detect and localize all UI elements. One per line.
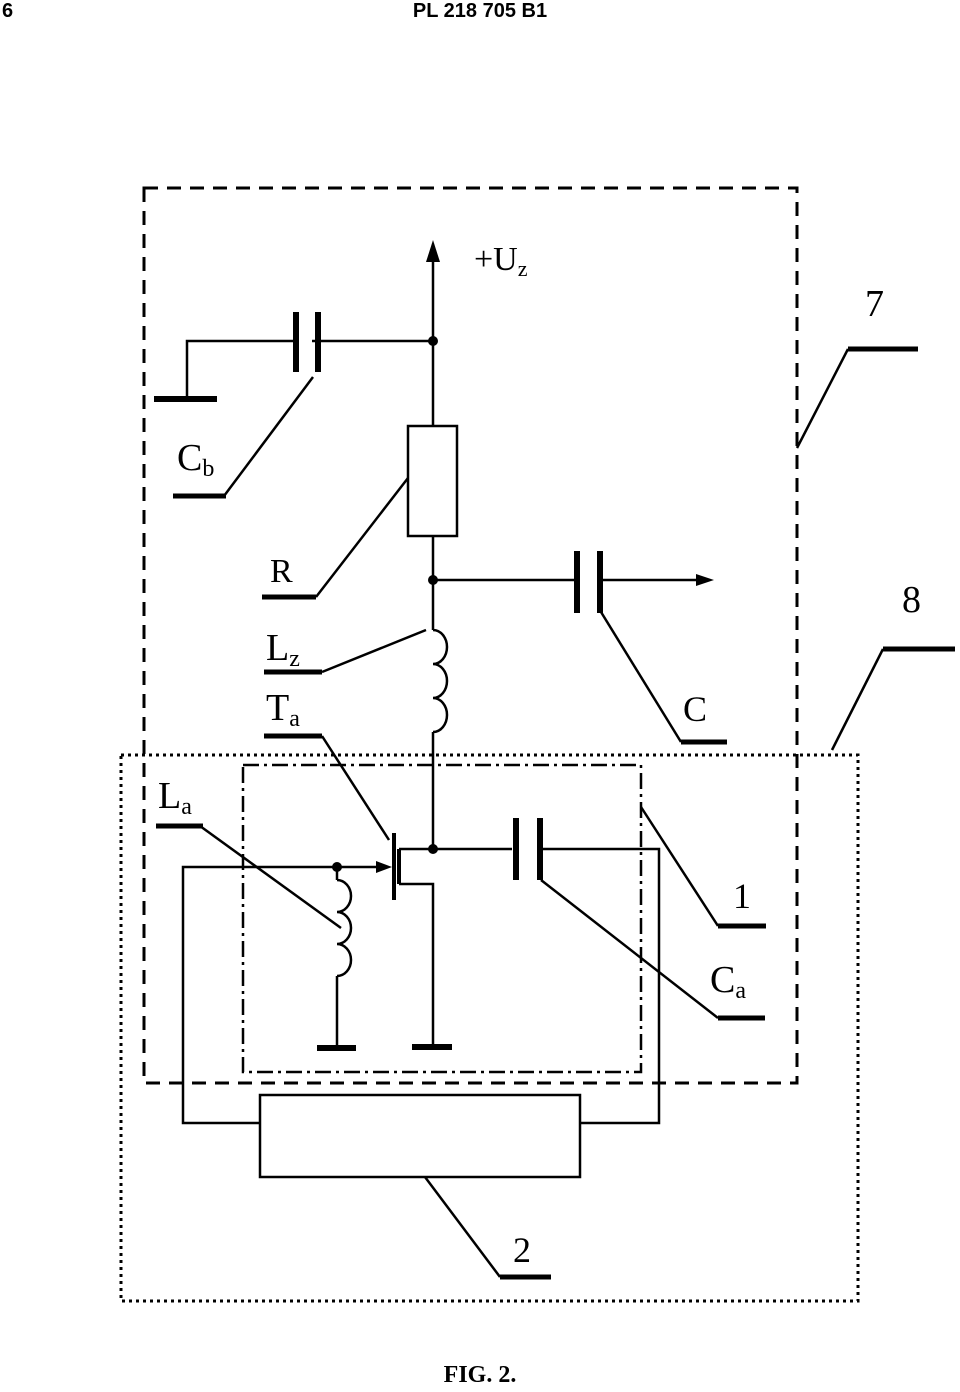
inductor-la xyxy=(336,878,353,978)
label-r: R xyxy=(270,553,293,590)
junction-dot xyxy=(332,862,342,872)
label-supply: +Uz xyxy=(474,241,528,281)
document-id: PL 218 705 B1 xyxy=(412,0,548,22)
label-ca: Ca xyxy=(710,959,746,1004)
label-ref-2: 2 xyxy=(513,1230,531,1270)
output-arrow-icon xyxy=(696,574,714,586)
label-ta: Ta xyxy=(266,687,300,732)
label-lz: Lz xyxy=(266,627,300,672)
label-ref-8: 8 xyxy=(902,579,921,621)
junction-dot xyxy=(428,844,438,854)
label-c: C xyxy=(683,689,707,729)
page-number: 6 xyxy=(2,0,14,22)
block-2 xyxy=(258,1093,582,1179)
figure-caption: FIG. 2. xyxy=(443,1362,517,1388)
label-ref-1: 1 xyxy=(733,876,751,916)
label-ref-7: 7 xyxy=(865,283,884,325)
junction-dot xyxy=(428,575,438,585)
block-7-outline xyxy=(142,186,799,1085)
label-la: La xyxy=(158,775,192,820)
label-cb: Cb xyxy=(177,437,214,482)
inductor-lz xyxy=(432,628,449,734)
block-8-outline xyxy=(119,753,860,1303)
junction-dot xyxy=(428,336,438,346)
supply-arrow-icon xyxy=(426,240,440,262)
resistor-r xyxy=(406,424,459,538)
block-1-outline xyxy=(241,763,643,1074)
gate-arrow-icon xyxy=(376,861,392,873)
